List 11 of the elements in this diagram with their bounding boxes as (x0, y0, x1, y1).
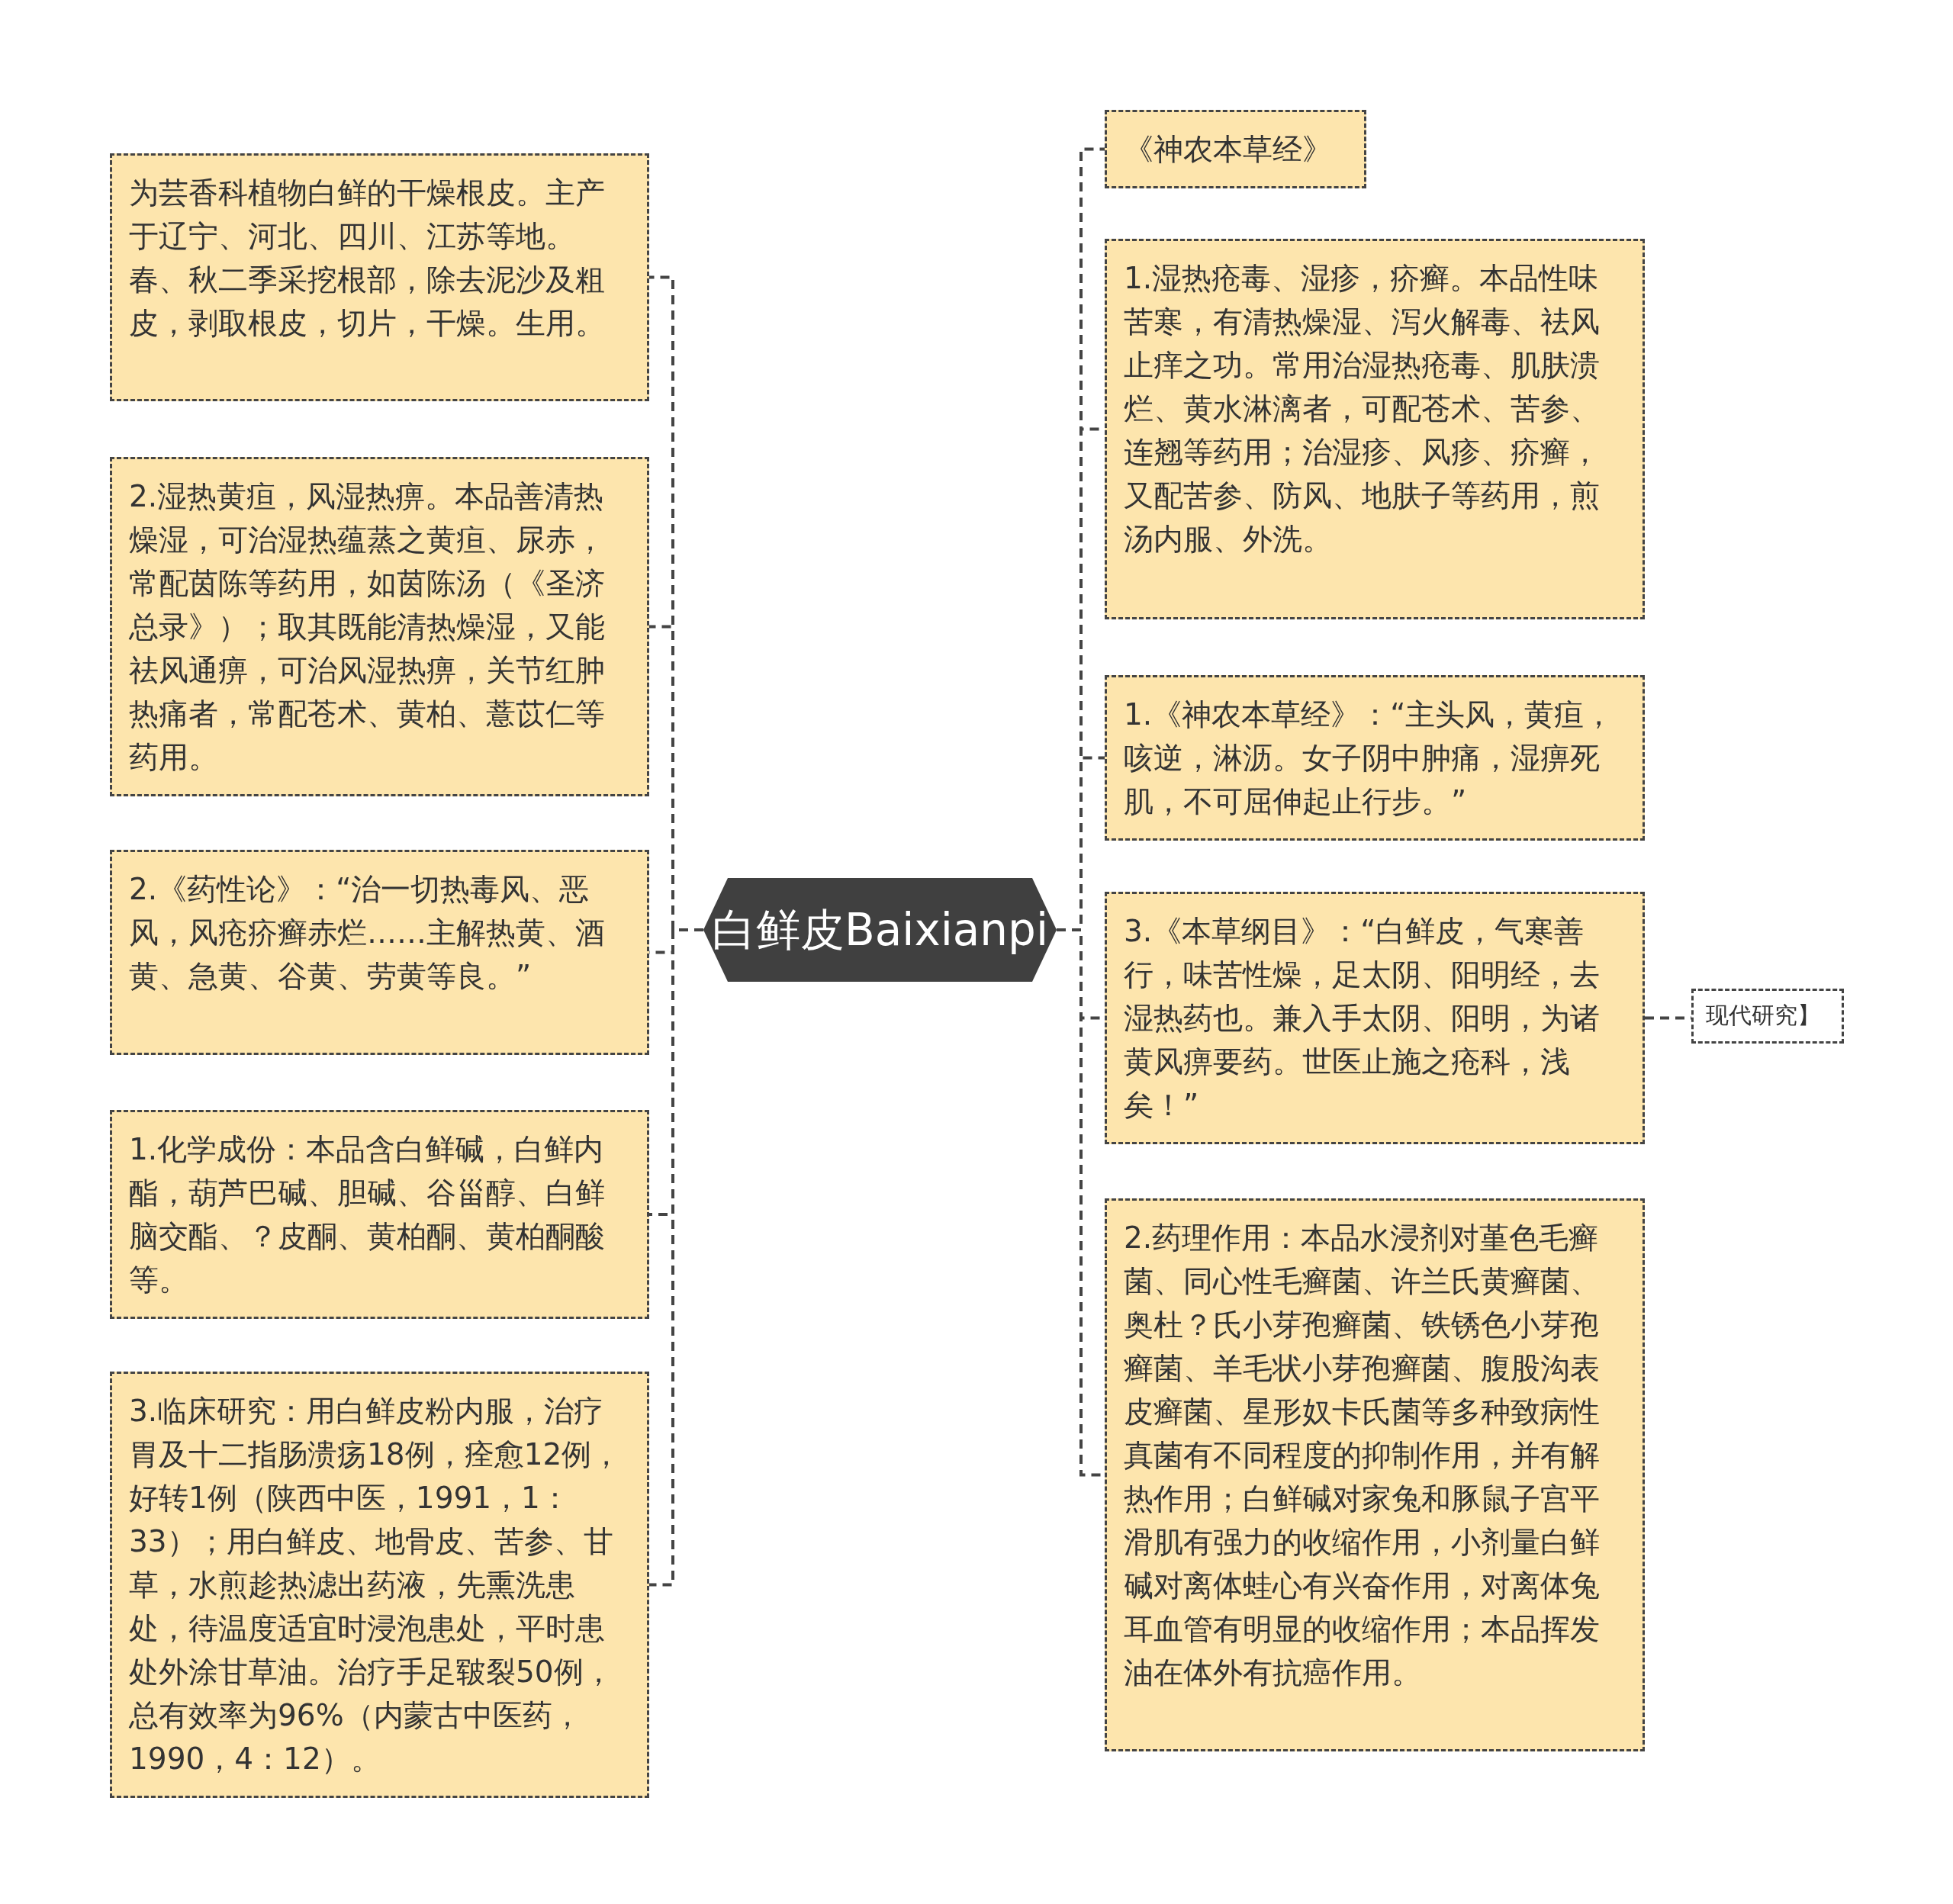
subtopic-box: 现代研究】 (1691, 989, 1844, 1044)
note-box: 《神农本草经》 (1105, 110, 1366, 188)
note-box: 2.药理作用：本品水浸剂对堇色毛癣菌、同心性毛癣菌、许兰氏黄癣菌、奥杜？氏小芽孢癣菌、铁锈色小芽孢癣菌、羊毛状小芽孢癣菌、腹股沟表皮癣菌、星形奴卡氏菌等多种致病性真菌有不同程度的抑制作用，并有解热作用；白鲜碱对家兔和豚鼠子宫平滑肌有强力的收缩作用，小剂量白鲜碱对离体蛙心有兴奋作用，对离体兔耳血管有明显的收缩作用；本品挥发油在体外有抗癌作用。 (1105, 1198, 1645, 1751)
note-box: 1.化学成份：本品含白鲜碱，白鲜内酯，葫芦巴碱、胆碱、谷甾醇、白鲜脑交酯、？皮酮、黄柏酮、黄柏酮酸等。 (110, 1110, 649, 1319)
note-box: 2.《药性论》：“治一切热毒风、恶风，风疮疥癣赤烂……主解热黄、酒黄、急黄、谷黄、劳黄等良。” (110, 850, 649, 1055)
note-box: 3.临床研究：用白鲜皮粉内服，治疗胃及十二指肠溃疡18例，痊愈12例，好转1例（陕西中医，1991，1：33）；用白鲜皮、地骨皮、苦参、甘草，水煎趁热滤出药液，先熏洗患处，待温度适宜时浸泡患处，平时患处外涂甘草油。治疗手足皲裂50例，总有效率为96%（内蒙古中医药，1990，4：12）。 (110, 1372, 649, 1798)
note-box: 3.《本草纲目》：“白鲜皮，气寒善行，味苦性燥，足太阴、阳明经，去湿热药也。兼入手太阴、阳明，为诸黄风痹要药。世医止施之疮科，浅矣！” (1105, 892, 1645, 1144)
note-box: 1.湿热疮毒、湿疹，疥癣。本品性味苦寒，有清热燥湿、泻火解毒、祛风止痒之功。常用治湿热疮毒、肌肤溃烂、黄水淋漓者，可配苍术、苦参、连翘等药用；治湿疹、风疹、疥癣，又配苦参、防风、地肤子等药用，煎汤内服、外洗。 (1105, 239, 1645, 619)
note-box: 2.湿热黄疸，风湿热痹。本品善清热燥湿，可治湿热蕴蒸之黄疸、尿赤，常配茵陈等药用，如茵陈汤（《圣济总录》）；取其既能清热燥湿，又能祛风通痹，可治风湿热痹，关节红肿热痛者，常配苍术、黄柏、薏苡仁等药用。 (110, 457, 649, 796)
note-box: 为芸香科植物白鲜的干燥根皮。主产于辽宁、河北、四川、江苏等地。春、秋二季采挖根部，除去泥沙及粗皮，剥取根皮，切片，干燥。生用。 (110, 153, 649, 401)
note-box: 1.《神农本草经》：“主头风，黄疸，咳逆，淋沥。女子阴中肿痛，湿痹死肌，不可屈伸起止行步。” (1105, 675, 1645, 841)
